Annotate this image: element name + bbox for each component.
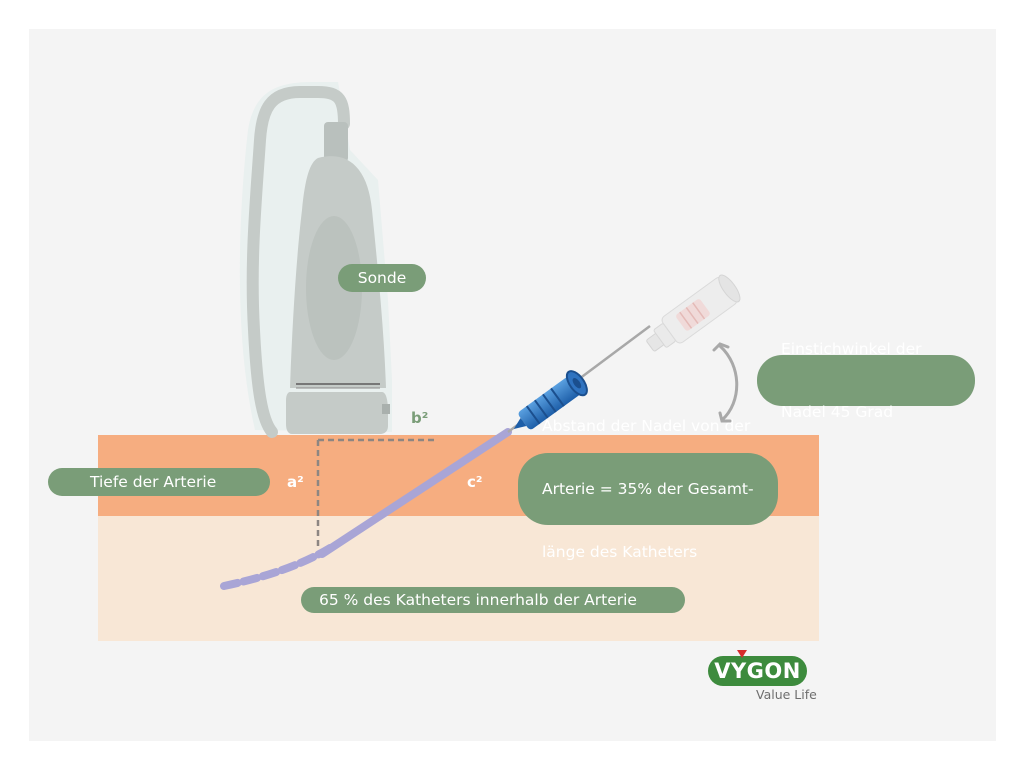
logo-caret-icon: [737, 650, 747, 658]
depth-label: Tiefe der Arterie: [48, 468, 270, 496]
angle-label: Einstichwinkel der Nadel 45 Grad: [757, 340, 975, 421]
tissue-layer: [98, 516, 819, 641]
catheter-icon: [220, 428, 512, 590]
distance-label-line-3: länge des Katheters: [542, 542, 698, 561]
angle-label-line-2: Nadel 45 Grad: [781, 402, 894, 421]
distance-label-line-1: Abstand der Nadel von der: [542, 416, 751, 435]
angle-arrow-icon: [712, 342, 739, 423]
label-a-squared: a²: [287, 473, 304, 491]
distance-label: Abstand der Nadel von der Arterie = 35% …: [518, 417, 778, 561]
depth-label-text: Tiefe der Arterie: [90, 472, 217, 491]
needle-hub-icon: [513, 370, 588, 430]
vygon-logo-text: VYGON: [714, 659, 801, 683]
syringe-icon: [646, 274, 741, 352]
inside-artery-label-text: 65 % des Katheters innerhalb der Arterie: [319, 590, 637, 609]
inside-artery-label: 65 % des Katheters innerhalb der Arterie: [301, 587, 685, 613]
label-c-squared: c²: [467, 473, 483, 491]
probe-label: Sonde: [338, 264, 426, 292]
vygon-logo: VYGON: [708, 656, 807, 686]
distance-label-line-2: Arterie = 35% der Gesamt-: [542, 479, 754, 498]
angle-label-line-1: Einstichwinkel der: [781, 339, 922, 358]
probe-label-text: Sonde: [357, 268, 407, 287]
label-b-squared: b²: [411, 409, 429, 427]
ultrasound-probe-icon: [239, 82, 392, 438]
brand-tagline: Value Life: [756, 687, 817, 702]
